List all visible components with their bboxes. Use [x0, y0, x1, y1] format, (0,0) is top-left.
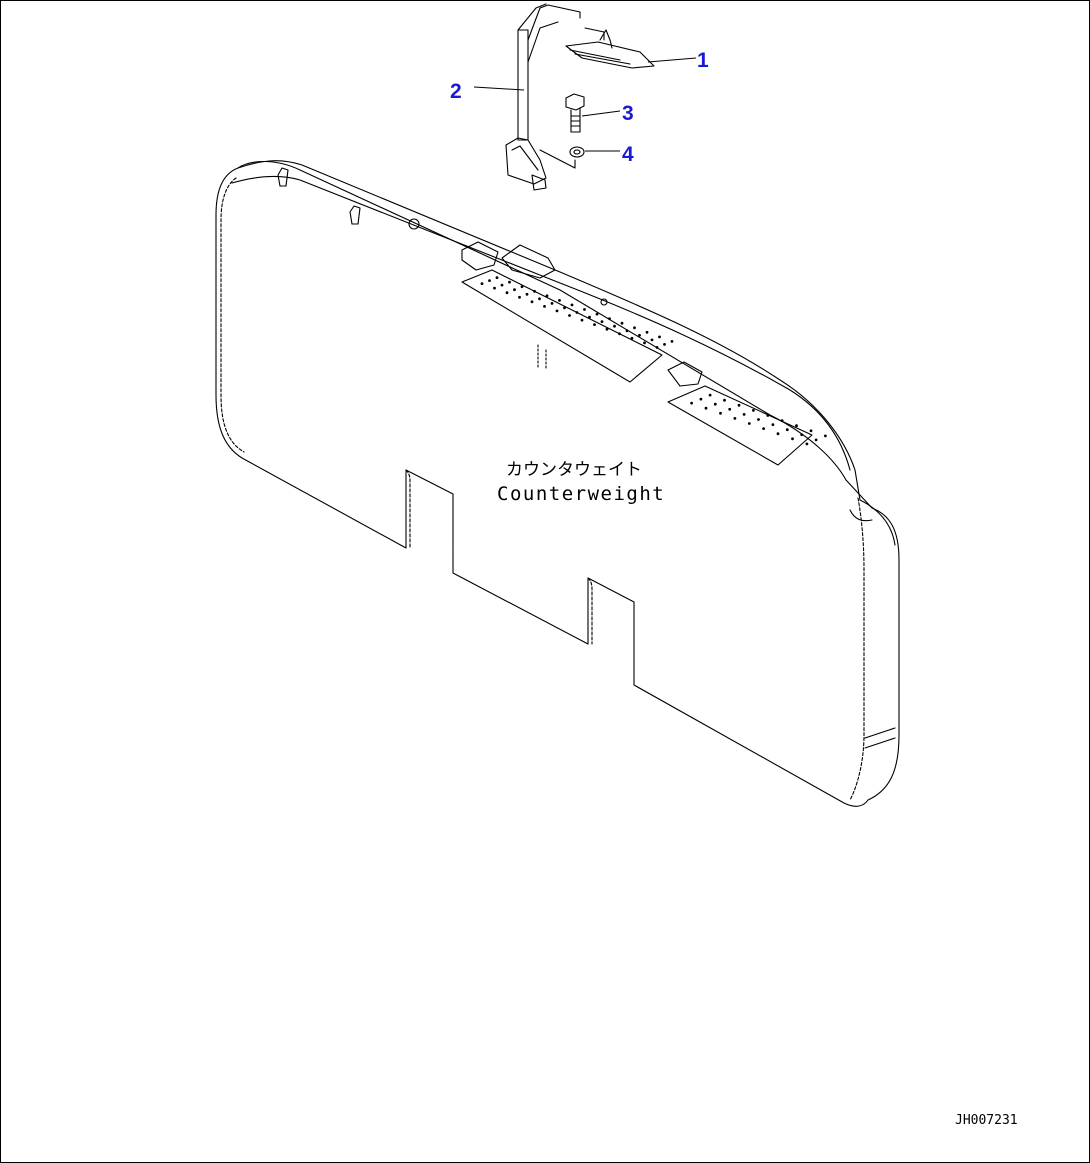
leader-line-3 [581, 110, 621, 117]
non-slip-dot [580, 318, 584, 322]
callout-2[interactable]: 2 [450, 80, 462, 103]
non-slip-dot [824, 434, 827, 438]
non-slip-dot [708, 393, 712, 397]
callout-1[interactable]: 1 [697, 49, 709, 72]
non-slip-dot [600, 320, 604, 323]
non-slip-dot [713, 402, 717, 406]
non-slip-dot [814, 438, 818, 442]
step-part [565, 29, 655, 69]
non-slip-dot [800, 433, 804, 437]
non-slip-dot [630, 336, 634, 340]
non-slip-dots [480, 276, 827, 446]
non-slip-dot [618, 332, 621, 336]
non-slip-dot [620, 321, 624, 325]
non-slip-dot [530, 300, 534, 304]
non-slip-dot [762, 427, 765, 430]
non-slip-dot [608, 317, 611, 320]
step-stay-part [505, 3, 605, 191]
non-slip-dot [704, 406, 708, 410]
leader-lines [473, 57, 697, 152]
non-slip-dot [655, 346, 659, 349]
callout-3[interactable]: 3 [622, 102, 634, 125]
non-slip-dot [543, 305, 546, 308]
non-slip-dot [533, 289, 536, 293]
bolt-part [565, 93, 585, 133]
non-slip-dot [690, 401, 693, 405]
non-slip-dot [742, 413, 746, 416]
non-slip-dot [538, 297, 541, 301]
non-slip-dot [625, 329, 629, 333]
non-slip-dot [505, 291, 509, 295]
non-slip-dot [558, 299, 561, 302]
non-slip-dot [809, 429, 813, 433]
non-slip-dot [550, 302, 554, 305]
non-slip-dot [508, 280, 511, 284]
non-slip-dot [583, 308, 586, 311]
non-slip-dot [723, 398, 726, 402]
leader-line-1 [647, 57, 697, 63]
non-slip-dot [500, 283, 504, 287]
non-slip-dot [757, 418, 760, 421]
non-slip-dot [771, 423, 775, 426]
non-slip-dot [555, 309, 559, 313]
non-slip-dot [488, 279, 491, 282]
non-slip-dot [728, 407, 732, 411]
non-slip-dot [525, 292, 529, 296]
counterweight-body [215, 160, 900, 807]
leader-line-2 [473, 86, 525, 91]
non-slip-dot [518, 295, 521, 299]
non-slip-dot [545, 294, 549, 298]
non-slip-dot [791, 437, 794, 441]
non-slip-dot [650, 338, 654, 342]
non-slip-dot [520, 285, 524, 289]
non-slip-dot [776, 432, 780, 436]
non-slip-dot [670, 340, 674, 343]
non-slip-dot [563, 306, 566, 310]
washer-part [569, 146, 585, 158]
non-slip-dot [595, 312, 599, 316]
non-slip-dot [575, 311, 579, 314]
callout-4[interactable]: 4 [622, 143, 634, 166]
non-slip-dot [752, 409, 755, 412]
non-slip-dot [795, 424, 798, 428]
non-slip-dot [593, 323, 596, 326]
non-slip-dot [785, 428, 789, 432]
counterweight-label-ja: カウンタウェイト [506, 460, 642, 480]
non-slip-dot [633, 326, 636, 330]
non-slip-dot [588, 315, 591, 319]
non-slip-dot [480, 282, 484, 285]
non-slip-dot [805, 442, 809, 446]
non-slip-dot [570, 303, 574, 307]
non-slip-dot [568, 314, 571, 317]
non-slip-dot [733, 417, 737, 420]
non-slip-dot [766, 414, 770, 417]
non-slip-dot [645, 330, 649, 334]
non-slip-dot [737, 403, 741, 407]
non-slip-dot [663, 343, 666, 346]
non-slip-dot [513, 288, 516, 292]
non-slip-dot [699, 397, 703, 401]
non-slip-dot [719, 411, 722, 415]
non-slip-dot [493, 286, 496, 290]
non-slip-dot [605, 327, 609, 331]
non-slip-dot [747, 422, 751, 425]
non-slip-dot [643, 341, 646, 345]
non-slip-dot [613, 324, 616, 328]
drawing-code: JH007231 [955, 1113, 1018, 1128]
non-slip-dot [495, 276, 499, 279]
non-slip-dot [638, 333, 641, 337]
non-slip-dot [780, 419, 784, 422]
counterweight-label-en: Counterweight [497, 483, 665, 505]
non-slip-dot [658, 335, 661, 339]
